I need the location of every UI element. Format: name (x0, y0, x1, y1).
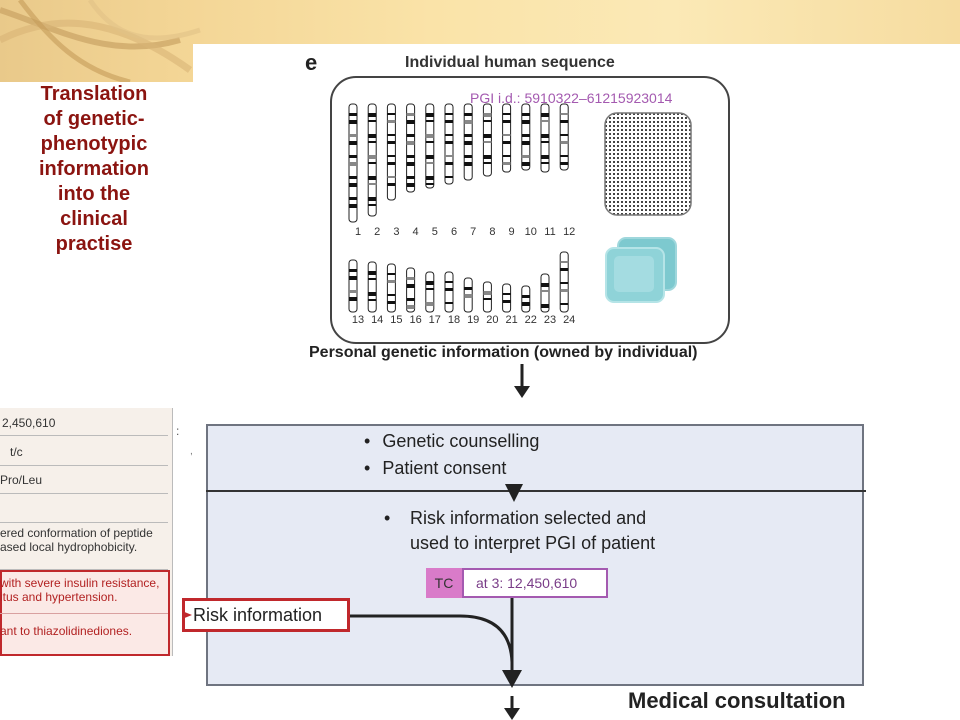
flow-arrows (350, 598, 522, 720)
bullet-text: Risk information selected and (410, 508, 647, 528)
chromosome (444, 103, 454, 185)
bullet-text: used to interpret PGI of patient (410, 533, 656, 553)
bullet-item-risk: • Risk information selected and used to … (384, 506, 655, 556)
chromosome (406, 267, 416, 313)
chromosome (406, 103, 416, 193)
bullet-list-top: •Genetic counselling •Patient consent (360, 428, 539, 482)
chromosome (425, 271, 435, 313)
chromosome-number: 2 (374, 226, 381, 238)
chromosome-number: 10 (524, 226, 537, 238)
title-line: practise (55, 233, 133, 255)
chromosome (521, 285, 531, 313)
chromosome (559, 103, 569, 171)
chromosome-number: 22 (524, 314, 537, 326)
chromosome-number: 18 (447, 314, 461, 326)
risk-information-box: Risk information (182, 598, 350, 632)
chromosome-number: 24 (563, 314, 576, 326)
tc-label: TC (426, 568, 462, 598)
chromosome-number: 1 (354, 226, 362, 238)
table-row: ant to thiazolidinediones. (0, 624, 133, 638)
variant-table: 2,450,610 t/c Pro/Leu ered conformation … (0, 408, 173, 656)
chromosome-number: 19 (467, 314, 480, 326)
chromosome-number: 16 (409, 314, 422, 326)
panel-caption: Personal genetic information (owned by i… (309, 344, 698, 361)
chromosome-number: 4 (412, 226, 419, 238)
down-arrow-icon (505, 484, 523, 502)
karyotype (348, 103, 569, 313)
chromosome-number: 20 (486, 314, 499, 326)
chromosome-numbers-bottom: 13 14 15 16 17 18 19 20 21 22 23 24 (348, 314, 588, 330)
table-row (0, 494, 168, 523)
title-line: phenotypic (40, 133, 148, 155)
pgi-label: PGI i.d.: (470, 90, 521, 106)
chromosome (425, 103, 435, 189)
fragment-mark: : (176, 424, 180, 438)
chromosome-number: 11 (544, 226, 556, 238)
chromosome (521, 103, 531, 171)
data-cards-icon (605, 237, 677, 303)
fragment-mark: , (190, 446, 193, 457)
chromosome (367, 103, 377, 217)
table-row: t/c (0, 438, 168, 466)
chromosome (482, 281, 492, 313)
title-line: into the (57, 183, 131, 205)
chromosome-number: 9 (508, 226, 515, 238)
chromosome-number: 3 (393, 226, 400, 238)
slide-title: Translation of genetic- phenotypic infor… (22, 82, 166, 257)
chromosome (386, 263, 396, 313)
tc-value: at 3: 12,450,610 (462, 568, 608, 598)
chromosome (348, 103, 358, 223)
chromosome (482, 103, 492, 177)
pgi-value: 5910322–61215923014 (524, 90, 673, 106)
panel-letter: e (305, 50, 318, 75)
title-line: information (39, 158, 149, 180)
chromosome-number: 12 (563, 226, 576, 238)
chromosome (559, 251, 569, 313)
chromosome (502, 103, 512, 173)
chromosome-number: 23 (543, 314, 557, 326)
pgi-id: PGI i.d.: 5910322–61215923014 (470, 90, 672, 106)
divider (206, 490, 866, 492)
bullet-item: •Genetic counselling (364, 431, 540, 451)
chromosome (348, 259, 358, 313)
chromosome (540, 103, 550, 173)
chromosome (540, 273, 550, 313)
title-line: of genetic- (43, 108, 145, 130)
chromosome-number: 15 (390, 314, 403, 326)
panel-heading: Individual human sequence (405, 54, 615, 71)
chromosome (367, 261, 377, 313)
chromosome-number: 21 (505, 314, 518, 326)
chromosome-number: 13 (351, 314, 365, 326)
table-row: ered conformation of peptide ased local … (0, 522, 168, 570)
title-line: clinical (60, 208, 128, 230)
table-row: 2,450,610 (0, 410, 168, 436)
chromosome (463, 103, 473, 181)
chromosome-number: 14 (371, 314, 384, 326)
chromosome-number: 17 (428, 314, 441, 326)
consultation-box (206, 424, 864, 686)
bullet-item: •Patient consent (364, 458, 507, 478)
dna-decoration (0, 0, 201, 85)
chromosome-number: 5 (431, 226, 438, 238)
arrowhead-icon (182, 611, 192, 619)
title-line: Translation (40, 83, 148, 105)
chromosome-number: 6 (450, 226, 458, 238)
table-row: with severe insulin resistance, itus and… (0, 574, 168, 614)
chromosome-number: 8 (489, 226, 496, 238)
medical-consultation-label: Medical consultation (628, 688, 846, 713)
chromosome (463, 277, 473, 313)
down-arrow-icon (514, 364, 530, 398)
chromosome-number: 7 (470, 226, 477, 238)
microarray-chip-icon (604, 112, 692, 216)
chromosome (444, 271, 454, 313)
table-row: Pro/Leu (0, 466, 168, 494)
chromosome (502, 283, 512, 313)
chromosome (386, 103, 396, 201)
